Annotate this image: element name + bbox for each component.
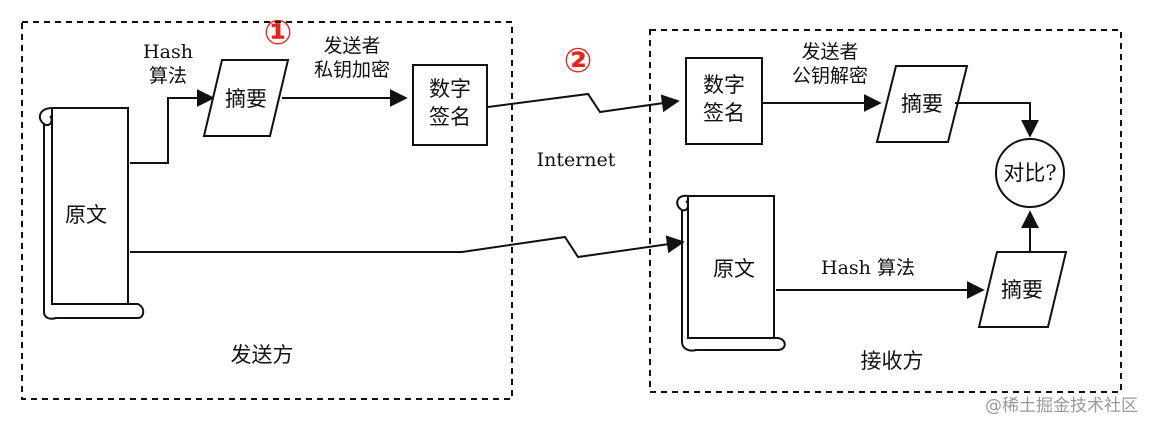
- sender-hash-label-2: 算法: [149, 65, 187, 87]
- digest-to-compare-arrow: [955, 102, 1039, 138]
- sender-region-label: 发送方: [231, 343, 294, 367]
- sender-original-scroll: 原文: [38, 107, 145, 320]
- sender-hash-label-1: Hash: [143, 41, 193, 63]
- receiver-digest-top-label: 摘要: [901, 92, 943, 116]
- receiver-region: [649, 29, 1122, 393]
- sender-encrypt-label-1: 发送者: [323, 35, 380, 57]
- sender-digest-box: [202, 59, 290, 137]
- sender-region: [21, 21, 513, 400]
- receiver-digest-bottom-box: [977, 251, 1068, 328]
- step1-marker: ①: [264, 13, 293, 53]
- receiver-decrypt-label-2: 公钥解密: [792, 65, 868, 87]
- internet-label: Internet: [537, 149, 616, 171]
- receiver-decrypt-label-1: 发送者: [801, 41, 858, 63]
- receiver-hash-label: Hash 算法: [821, 257, 915, 279]
- receiver-signature-box: [685, 57, 763, 145]
- step2-marker: ②: [564, 41, 593, 81]
- receiver-signature-label-1: 数字: [703, 73, 745, 97]
- sender-signature-label-2: 签名: [429, 105, 471, 129]
- receiver-original-scroll: 原文: [676, 194, 786, 352]
- internet-link-signature: [487, 92, 680, 114]
- sender-signature-box: [412, 64, 488, 146]
- receiver-digest-top-box: [875, 65, 969, 143]
- receiver-original-label: 原文: [713, 257, 755, 281]
- sender-signature-label-1: 数字: [429, 77, 471, 101]
- sender-encrypt-label-2: 私钥加密: [314, 59, 390, 81]
- sender-digest-label: 摘要: [225, 87, 267, 111]
- sender-hash-arrow: [130, 89, 215, 164]
- receiver-digest-bottom-label: 摘要: [1001, 278, 1043, 302]
- watermark: @稀土掘金技术社区: [985, 396, 1138, 416]
- receiver-region-label: 接收方: [861, 349, 924, 373]
- receiver-signature-label-2: 签名: [703, 101, 745, 125]
- sender-original-label: 原文: [65, 203, 107, 227]
- compare-circle: [995, 138, 1065, 208]
- internet-link-original: [130, 235, 685, 259]
- compare-label: 对比?: [1003, 161, 1056, 185]
